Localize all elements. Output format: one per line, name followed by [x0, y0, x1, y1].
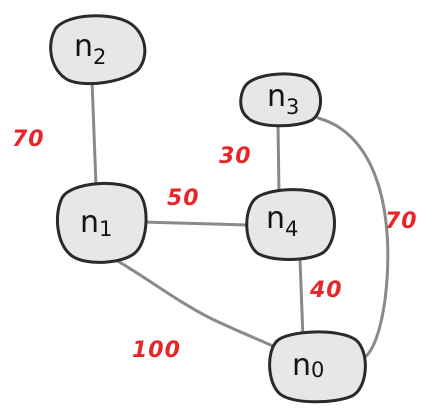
weight-n3-n4: 30	[219, 144, 252, 169]
node-label-base: n	[292, 348, 311, 383]
weight-n4-n0: 40	[309, 278, 343, 303]
weight-n3-n0: 70	[385, 209, 418, 234]
node-label-base: n	[80, 205, 99, 240]
edge-n4-n0	[298, 258, 305, 340]
weight-n1-n0: 100	[132, 338, 181, 363]
node-label-sub: 0	[311, 358, 324, 382]
node-n3: n3	[239, 72, 322, 128]
node-shape	[268, 330, 367, 404]
edges	[90, 78, 390, 360]
node-label-base: n	[267, 79, 286, 114]
node-label-base: n	[74, 29, 93, 64]
edge-weights: 70 50 30 40 70 100	[12, 127, 418, 363]
edge-n3-n0	[316, 116, 390, 360]
edge-n1-n4	[140, 220, 250, 227]
node-label: n2	[74, 29, 106, 69]
node-label-sub: 4	[285, 217, 298, 241]
node-n2: n2	[49, 14, 147, 86]
node-shape	[245, 188, 336, 261]
node-n1: n1	[55, 181, 148, 264]
node-label-sub: 1	[99, 217, 112, 241]
node-label: n3	[267, 79, 299, 119]
node-shape	[239, 72, 322, 128]
node-n4: n4	[245, 188, 336, 261]
edge-n3-n4	[276, 122, 281, 196]
node-n0: n0	[268, 330, 367, 404]
weight-n1-n4: 50	[167, 186, 200, 211]
node-label: n4	[266, 201, 298, 241]
node-label-sub: 3	[286, 95, 299, 119]
weight-n2-n1: 70	[12, 127, 45, 152]
node-label-base: n	[266, 201, 285, 236]
edge-n2-n1	[90, 78, 98, 188]
node-label: n0	[292, 348, 324, 383]
node-shape	[55, 181, 148, 264]
node-label-sub: 2	[93, 45, 106, 69]
node-label: n1	[80, 205, 112, 241]
edge-n1-n0	[114, 258, 277, 349]
node-shape	[49, 14, 147, 86]
